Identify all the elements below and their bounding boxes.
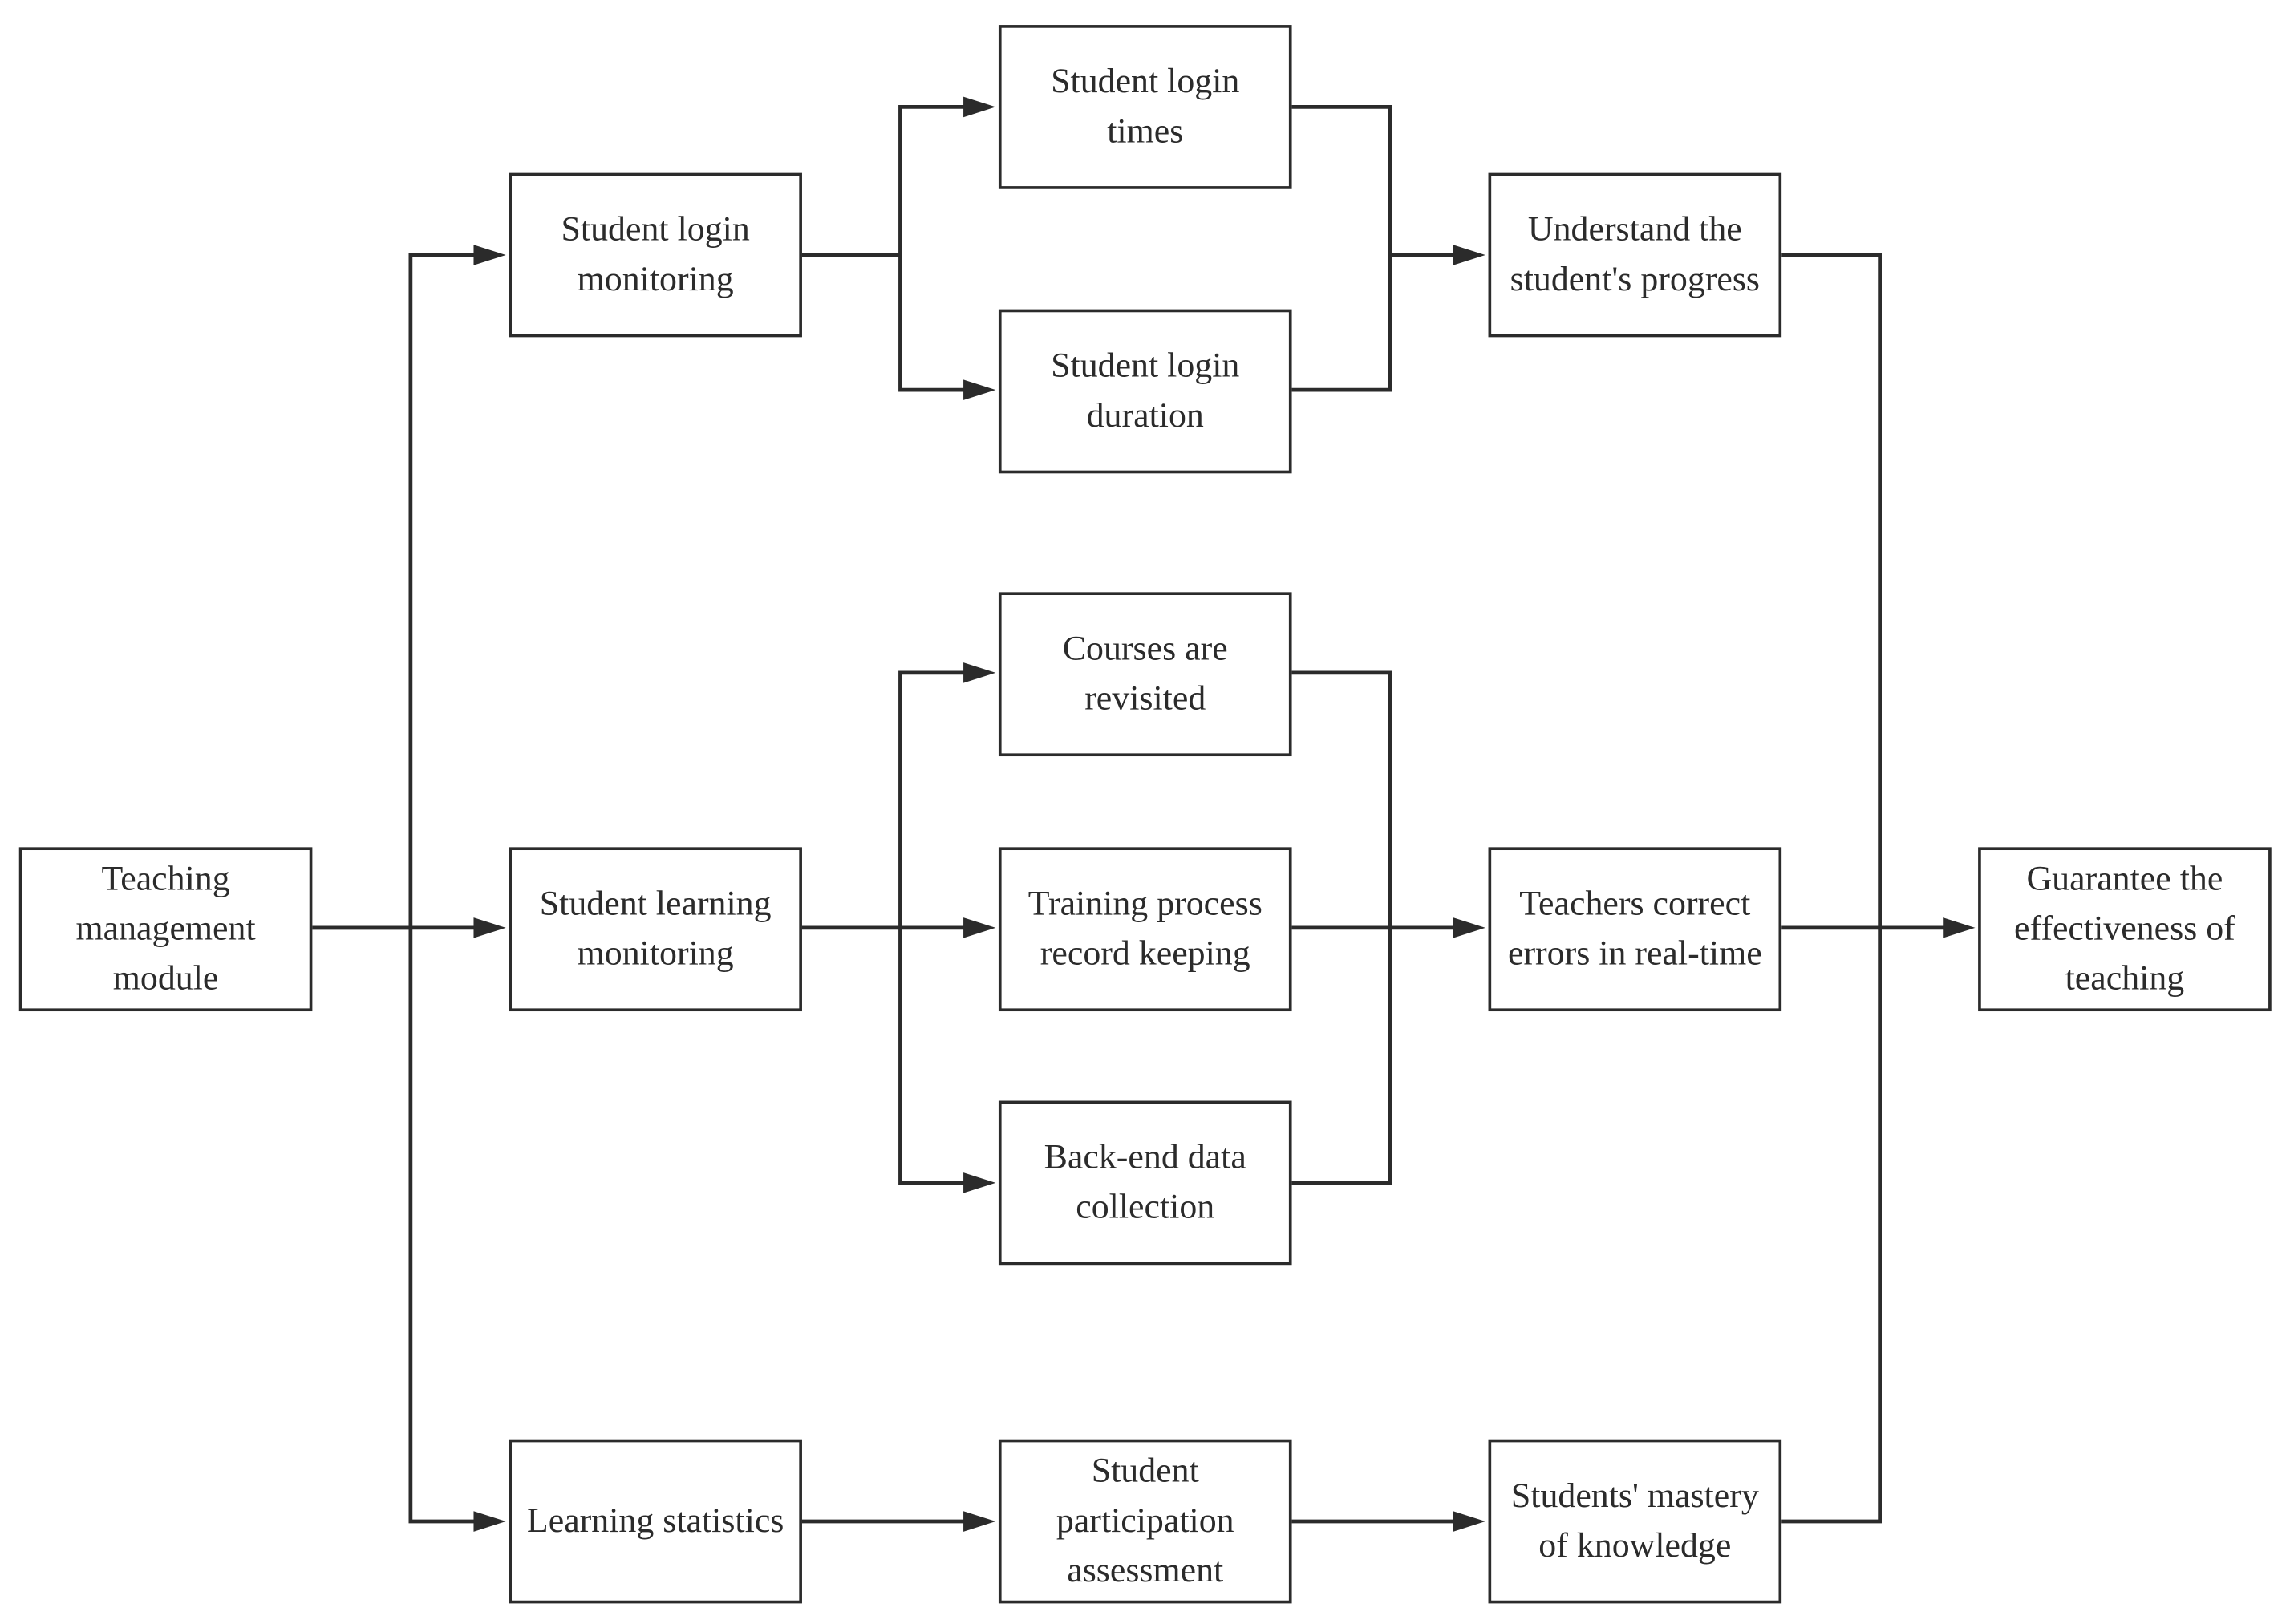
node-guarantee-effectiveness: Guarantee the effectiveness of teaching	[1978, 847, 2272, 1012]
edge-courses-revisited-to-correct-errors-arrowhead	[1453, 917, 1485, 938]
edge-learning-monitoring-to-courses-revisited-arrowhead	[963, 662, 996, 683]
node-understand-progress: Understand the student's progress	[1488, 172, 1782, 338]
node-guarantee-effectiveness-label: Guarantee the effectiveness of teaching	[2014, 860, 2235, 998]
edge-understand-progress-to-guarantee	[1781, 253, 1945, 930]
edge-participation-to-mastery-arrowhead	[1453, 1511, 1485, 1532]
edge-teaching-to-learning-statistics-arrowhead	[473, 1511, 506, 1532]
node-correct-errors: Teachers correct errors in real-time	[1488, 847, 1782, 1012]
node-teaching-management-label: Teaching management module	[75, 860, 256, 998]
node-login-times-label: Student login times	[1051, 63, 1240, 152]
edge-login-monitoring-to-login-times-arrowhead	[963, 96, 996, 118]
edge-teaching-to-login-monitoring	[312, 253, 476, 930]
node-backend-collection-label: Back-end data collection	[1044, 1139, 1246, 1227]
edge-teaching-to-learning-monitoring-arrowhead	[473, 917, 506, 938]
node-learning-statistics: Learning statistics	[509, 1439, 802, 1604]
edge-learning-monitoring-to-courses-revisited	[801, 670, 965, 930]
edge-learning-statistics-to-participation-arrowhead	[963, 1511, 996, 1532]
node-teaching-management: Teaching management module	[18, 847, 313, 1012]
node-courses-revisited: Courses are revisited	[998, 592, 1292, 757]
node-login-monitoring-label: Student login monitoring	[561, 211, 750, 299]
edge-teaching-to-learning-statistics	[408, 927, 476, 1524]
node-backend-collection: Back-end data collection	[998, 1100, 1292, 1266]
node-learning-monitoring: Student learning monitoring	[509, 847, 802, 1012]
node-login-duration: Student login duration	[998, 309, 1292, 474]
node-login-duration-label: Student login duration	[1051, 347, 1240, 435]
node-training-record: Training process record keeping	[998, 847, 1292, 1012]
edge-login-times-to-understand-progress	[1291, 105, 1455, 257]
node-login-monitoring: Student login monitoring	[509, 172, 802, 338]
edge-courses-revisited-to-correct-errors	[1291, 670, 1455, 930]
edge-login-duration-to-understand-progress	[1291, 255, 1392, 392]
edge-login-times-to-understand-progress-arrowhead	[1453, 245, 1485, 265]
node-learning-monitoring-label: Student learning monitoring	[539, 885, 772, 974]
edge-mastery-to-guarantee	[1781, 927, 1883, 1524]
edge-learning-monitoring-to-backend-collection	[898, 927, 965, 1185]
edge-login-monitoring-to-login-duration-arrowhead	[963, 379, 996, 400]
node-correct-errors-label: Teachers correct errors in real-time	[1507, 885, 1762, 974]
edge-teaching-to-login-monitoring-arrowhead	[473, 245, 506, 265]
edge-learning-monitoring-to-training-record-arrowhead	[963, 917, 996, 938]
edge-learning-monitoring-to-backend-collection-arrowhead	[963, 1172, 996, 1193]
edge-login-monitoring-to-login-times	[801, 105, 965, 257]
edge-understand-progress-to-guarantee-arrowhead	[1943, 917, 1976, 938]
node-participation-assessment-label: Student participation assessment	[1056, 1452, 1234, 1590]
node-mastery-knowledge-label: Students' mastery of knowledge	[1510, 1477, 1759, 1565]
node-login-times: Student login times	[998, 25, 1292, 189]
node-mastery-knowledge: Students' mastery of knowledge	[1488, 1439, 1782, 1604]
node-understand-progress-label: Understand the student's progress	[1510, 211, 1761, 299]
node-training-record-label: Training process record keeping	[1027, 885, 1263, 974]
node-courses-revisited-label: Courses are revisited	[1062, 630, 1228, 719]
node-participation-assessment: Student participation assessment	[998, 1439, 1292, 1604]
edge-login-monitoring-to-login-duration	[898, 255, 965, 392]
edge-backend-collection-to-correct-errors	[1291, 927, 1392, 1185]
node-learning-statistics-label: Learning statistics	[526, 1502, 784, 1541]
